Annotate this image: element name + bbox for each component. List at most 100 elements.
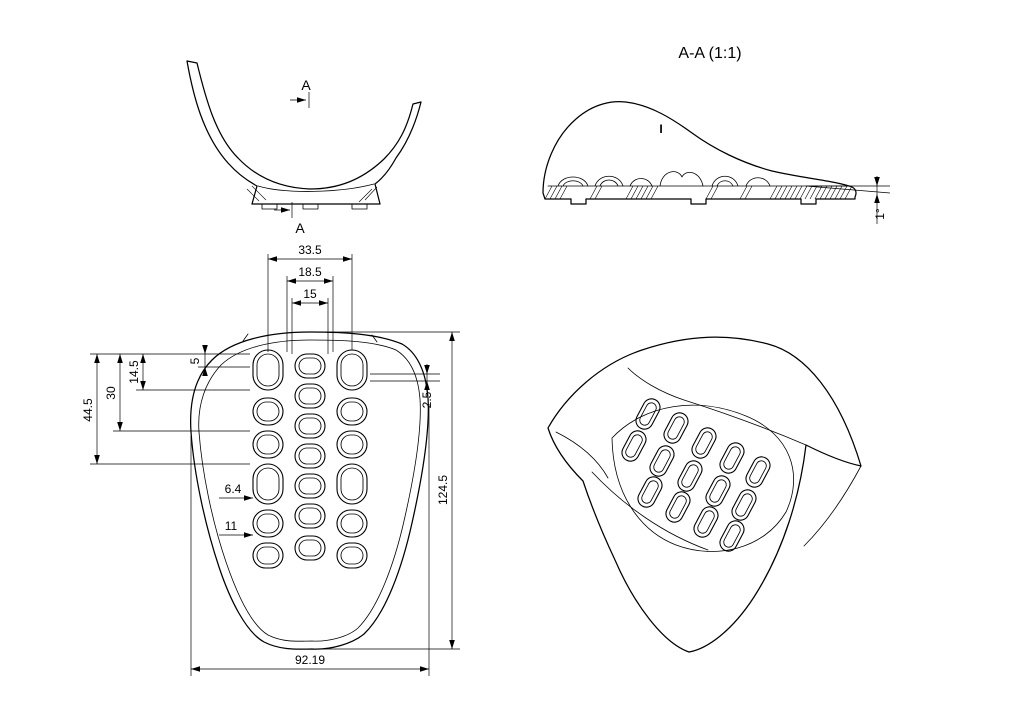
arrow <box>449 640 455 649</box>
top-dimensions: 33.5 18.5 15 5 14.5 30 <box>81 243 460 676</box>
slot-inner <box>298 507 322 525</box>
dim-2-5-label: 2.5 <box>420 391 434 408</box>
slot-inner <box>298 477 322 495</box>
arrow <box>140 381 146 390</box>
dim-6-4-label: 6.4 <box>225 482 242 496</box>
dim-11-label: 11 <box>225 519 238 533</box>
section-profile <box>542 101 857 205</box>
slot-inner <box>340 546 364 565</box>
slot-column-left <box>252 349 284 569</box>
section-view: A-A (1:1) I 1° <box>542 45 891 224</box>
section-bumps <box>557 171 771 187</box>
slot-inner <box>695 431 713 455</box>
top-outline-inner <box>198 339 421 642</box>
slot <box>635 398 661 430</box>
slot <box>336 463 368 505</box>
arrow <box>287 278 296 284</box>
slot-inner <box>256 434 280 455</box>
arrow <box>244 532 253 538</box>
dim-124-5-lines <box>320 331 460 650</box>
slot <box>691 427 717 459</box>
slot-inner <box>709 479 727 503</box>
dim-2-5-lines <box>370 364 440 392</box>
arrow <box>420 666 429 672</box>
slot <box>252 349 284 391</box>
slot <box>336 509 368 538</box>
slot-inner <box>340 353 364 387</box>
slot-inner <box>641 480 659 504</box>
slot <box>294 503 326 529</box>
slot-inner <box>653 449 671 473</box>
slot-inner <box>639 402 657 426</box>
slot <box>731 489 757 521</box>
slot-inner <box>256 546 280 565</box>
arrow <box>244 495 253 501</box>
slot <box>665 491 691 523</box>
dim-92-19-lines <box>190 404 430 676</box>
iso-floor-boundary <box>611 404 794 552</box>
slot-inner <box>749 460 767 484</box>
iso-outline <box>547 336 862 653</box>
slot <box>336 542 368 569</box>
slot-column-right <box>336 349 368 569</box>
slot-inner <box>298 539 322 557</box>
slot-inner <box>667 416 685 440</box>
slot-inner <box>340 513 364 534</box>
slot-inner <box>340 434 364 455</box>
front-view: A A <box>186 60 422 236</box>
iso-front-rim <box>591 471 709 551</box>
slot <box>705 475 731 507</box>
arrow <box>292 300 301 306</box>
arrow <box>94 354 100 363</box>
top-outline-outer <box>190 331 429 650</box>
slot-column-center <box>294 353 326 561</box>
slot-inner <box>735 493 753 517</box>
angle-arrow-top <box>874 177 880 186</box>
slot <box>336 397 368 426</box>
slot <box>294 535 326 561</box>
slot-inner <box>340 467 364 501</box>
iso-slots <box>621 398 771 552</box>
front-feet <box>261 203 368 210</box>
angle-dimension: 1° <box>805 176 891 224</box>
slot <box>336 430 368 459</box>
dim-14-5-label: 14.5 <box>127 360 141 384</box>
slot-inner <box>697 510 715 534</box>
slot <box>637 476 663 508</box>
slot <box>649 445 675 477</box>
arrow <box>140 354 146 363</box>
slot <box>336 349 368 391</box>
arrow <box>268 256 277 262</box>
slot-inner <box>625 434 643 458</box>
slot <box>663 412 689 444</box>
slot <box>294 383 326 409</box>
front-corner-shading <box>246 185 378 203</box>
section-label-top: A <box>301 77 311 93</box>
arrow <box>449 332 455 341</box>
section-label-bottom: A <box>295 220 305 236</box>
slot-inner <box>723 524 741 548</box>
arrow <box>94 455 100 464</box>
left-extension-lines <box>90 353 250 465</box>
slot-inner <box>256 401 280 422</box>
section-arrow-top-head <box>297 97 306 103</box>
section-inner-mark: I <box>659 122 662 136</box>
iso-left-spur-ridge <box>555 431 609 479</box>
slot <box>745 456 771 488</box>
slot <box>294 443 326 469</box>
slot <box>252 463 284 505</box>
arrow <box>319 300 328 306</box>
section-view-title: A-A (1:1) <box>678 45 741 62</box>
iso-right-wing-line <box>803 465 862 547</box>
slot-inner <box>256 353 280 387</box>
slot-inner <box>669 495 687 519</box>
slot-inner <box>681 464 699 488</box>
section-cut-marks: A A <box>274 77 311 236</box>
arrow <box>343 256 352 262</box>
dim-92-19-label: 92.19 <box>295 653 325 667</box>
slot-inner <box>298 417 322 435</box>
slot-inner <box>298 447 322 465</box>
slot <box>252 430 284 459</box>
top-rim-details <box>242 333 378 343</box>
